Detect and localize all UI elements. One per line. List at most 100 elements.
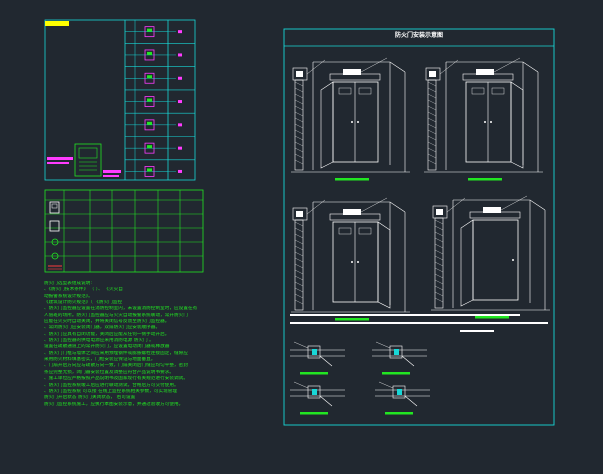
door-module [144,96,155,107]
hatch-line [294,263,304,269]
hatch-line [434,273,444,279]
hatch-line [434,267,444,273]
leader-line [293,381,309,389]
door-window [471,87,485,95]
section-detail [290,381,345,415]
module-indicator [147,75,152,79]
hatch-line [294,245,304,251]
hatch-line [427,99,437,105]
door-view [291,57,410,181]
hatch-line [294,275,304,281]
section-frame [307,385,321,399]
door-sections [290,341,430,415]
note-line: 、常闭防火门应安装闭门器，双扇防火门应安装顺序器。 [44,325,161,331]
door-view [291,197,410,321]
note-line: 、防火门监控系统 可以接 在线上监控系统相关参数，可实现管理 [44,388,178,394]
door-module [144,119,155,131]
caption-underline [475,316,509,319]
floor-row [125,96,182,107]
leader-line [378,381,394,389]
sheet-frame [283,28,555,426]
round-sensor-symbol [51,238,59,246]
note-line: 采用防火材料填塞密实，门框安装应保证与地面垂直。 [44,357,156,363]
schematic-frame [44,19,196,181]
door-window [358,227,372,235]
hatch-line [434,297,444,303]
door-window [338,227,352,235]
hatch-line [434,225,444,231]
sheet-title: 防火门安装示意图 [394,32,443,39]
schematic-header-bar [45,21,69,26]
door-module [144,26,155,38]
hatch-line [434,261,444,267]
wall-column [434,217,444,309]
hatch-line [294,299,304,305]
hatch-line [427,129,437,135]
floor-tag [178,146,182,150]
note-line: 、《防火门技术条件》 （ ）、 《火灾自 [44,287,123,293]
note-line: 《建筑设计防火规范》（ 《防火门监控 [44,300,123,306]
door-monitor-controller[interactable] [74,143,102,177]
hatch-line [294,105,304,111]
note-line: 条应完整无损，闭门器安装位置及调整应符合产品说明书要求。 [44,369,175,375]
leader-line [375,341,391,349]
door-window [338,87,352,95]
hatch-line [294,251,304,257]
door-handle [490,121,492,123]
hatch-line [434,219,444,225]
floor-tag [178,100,182,104]
door-module [144,166,155,177]
design-notes: 防火门选型表组成说明:、《防火门技术条件》 （ ）、 《火灾自动报警系统设计规范… [44,281,266,408]
hatch-line [427,153,437,159]
label-bar [47,157,73,160]
hatch-line [294,153,304,159]
floor-row [125,26,182,38]
note-line: 、施工单位应严格按照产品说明书及国家现行有关规范进行安装调试。 [44,376,188,382]
hatch-line [294,87,304,93]
door-view [431,195,550,319]
caption-underline [468,178,502,181]
hatch-line [294,233,304,239]
hatch-line [427,141,437,147]
floor-tag [178,53,182,57]
spec-lines [290,314,548,332]
open-door-leaf [460,219,474,307]
door-handle [357,261,359,263]
floor-row [125,119,182,131]
module-indicator [147,98,152,102]
hatch-line [294,129,304,135]
note-line: 应能在火灾时自动关闭，并将关闭信号反馈至防火门监控器。 [44,319,170,325]
section-leaf [404,395,418,407]
hatch-line [427,117,437,123]
floor-tag [178,123,182,127]
hatch-line [427,87,437,93]
floor-row [125,72,182,84]
door-module [144,72,155,84]
note-line: 人值班的场所。防火门监控器应与火灾自动报警系统联动，常开防火门 [44,312,188,318]
note-line: 设置在疏散通道上的常开防火门，应设置电动闭门器或释放器 [44,344,170,350]
hatch-line [434,249,444,255]
wall-column [294,79,304,171]
door-closer [476,69,494,75]
door-handle [512,259,514,261]
hatch-line [294,287,304,293]
note-line: 、防火门监控器的供电电源应采用消防电源 防火门 。 [44,338,154,344]
section-frame [307,345,321,359]
section-fill [312,389,317,395]
leader-line [360,57,388,73]
door-handle [351,121,353,123]
section-fill [394,349,399,355]
open-door-leaf [320,81,334,169]
door-module [144,142,155,154]
label-bar [103,170,121,173]
leader-line [306,59,326,75]
leader-line [439,59,459,75]
hatch-line [294,221,304,227]
hatch-line [434,231,444,237]
module-indicator [147,121,152,125]
hatch-line [294,269,304,275]
hatch-line [434,279,444,285]
floor-rows [125,20,195,180]
section-leaf [401,355,415,367]
hatch-line [294,227,304,233]
